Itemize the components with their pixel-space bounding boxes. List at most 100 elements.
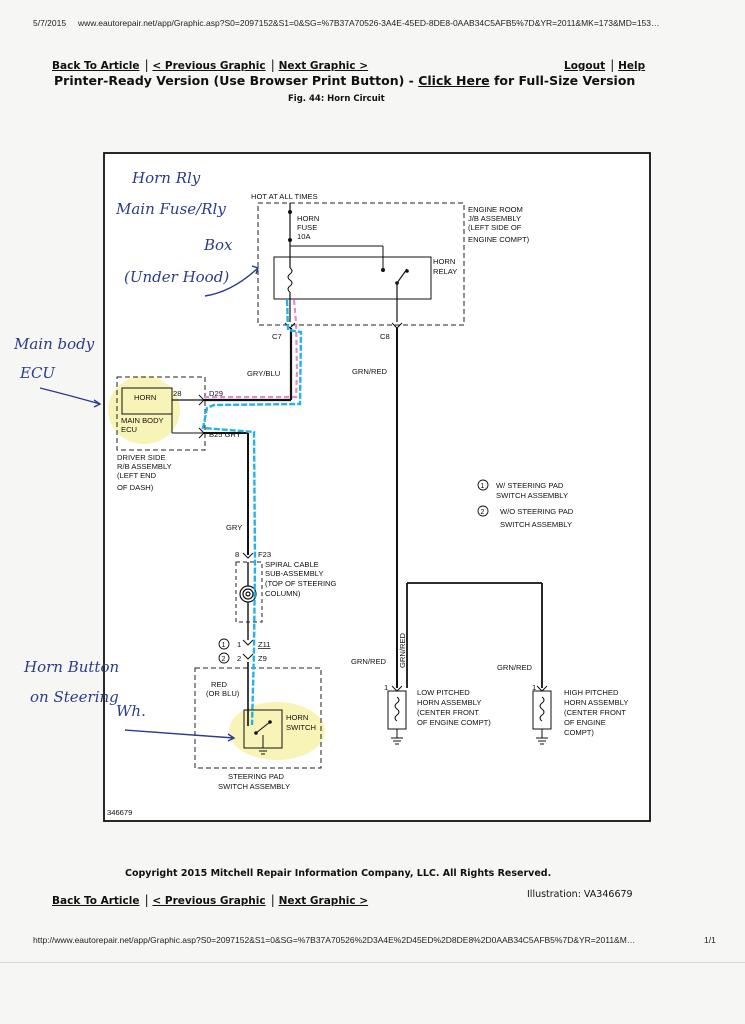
- note-horn-rly-2: Main Fuse/Rly: [115, 200, 226, 218]
- low-horn-pin-label: 1: [384, 683, 388, 692]
- note-horn-rly-arrow: [204, 267, 259, 297]
- low-horn-label-4: OF ENGINE COMPT): [417, 718, 491, 727]
- red-or-blu-label-1: RED: [211, 680, 228, 689]
- z9-connector: [242, 653, 254, 660]
- high-horn-label-5: COMPT): [564, 728, 594, 737]
- pink-trace: [205, 299, 299, 399]
- horn-relay-box: [273, 256, 432, 300]
- jb-label-2: J/B ASSEMBLY: [468, 214, 521, 223]
- legend-2-marker: [477, 505, 489, 517]
- grn-red-top-label: GRN/RED: [352, 367, 388, 376]
- previous-graphic-link-bottom[interactable]: < Previous Graphic: [152, 895, 266, 907]
- high-horn-label-1: HIGH PITCHED: [564, 688, 619, 697]
- note-horn-rly-4: (Under Hood): [124, 268, 229, 286]
- horn-switch-arm: [255, 721, 271, 734]
- note-horn-button-3: Wh.: [116, 702, 146, 720]
- high-horn-label-2: HORN ASSEMBLY: [564, 698, 628, 707]
- horn-switch-contact: [268, 720, 272, 724]
- spiral-coil-middle: [242, 588, 254, 600]
- low-horn-label-3: (CENTER FRONT: [417, 708, 479, 717]
- horn-switch-label-1: HORN: [286, 713, 308, 722]
- drawing-number: 346679: [107, 808, 132, 817]
- z9-condition-number: 2: [222, 656, 226, 663]
- figure-caption: Fig. 44: Horn Circuit: [288, 94, 385, 104]
- pin-28-label: 28: [173, 389, 181, 398]
- nav-separator: |: [144, 58, 153, 72]
- gry-blu-label: GRY/BLU: [247, 369, 280, 378]
- top-nav: Back To Article | < Previous Graphic | N…: [52, 54, 368, 73]
- jb-label-4: ENGINE COMPT): [468, 235, 530, 244]
- next-graphic-link-bottom[interactable]: Next Graphic >: [278, 895, 369, 907]
- high-horn-pin-label: 1: [532, 683, 536, 692]
- legend-1-number: 1: [481, 483, 485, 490]
- low-horn-label-2: HORN ASSEMBLY: [417, 698, 481, 707]
- logout-link[interactable]: Logout: [564, 60, 606, 72]
- next-graphic-link[interactable]: Next Graphic >: [278, 60, 369, 72]
- grn-red-right-label: GRN/RED: [497, 663, 533, 672]
- z11-connector: [242, 639, 254, 646]
- note-main-body-ecu-2: ECU: [19, 364, 56, 382]
- z11-label: Z11: [258, 640, 271, 649]
- fuse-terminal-top: [288, 210, 292, 214]
- back-to-article-link-bottom[interactable]: Back To Article: [52, 895, 140, 907]
- z9-pin-number: 2: [237, 654, 241, 663]
- spiral-cable-box: [235, 561, 263, 623]
- driver-rb-label-4: OF DASH): [117, 483, 154, 492]
- back-to-article-link[interactable]: Back To Article: [52, 60, 140, 72]
- illustration-id: Illustration: VA346679: [527, 889, 633, 900]
- z11-condition-marker: [218, 638, 230, 650]
- c8-label: C8: [380, 332, 390, 341]
- driver-rb-label-1: DRIVER SIDE: [117, 453, 166, 462]
- title-suffix: for Full-Size Version: [489, 73, 636, 88]
- horn-fuse-label-2: FUSE: [297, 223, 317, 232]
- ecu-horn-label: HORN: [134, 393, 156, 402]
- driver-rb-label-3: (LEFT END: [117, 471, 157, 480]
- hot-at-all-times-label: HOT AT ALL TIMES: [251, 192, 318, 201]
- help-link[interactable]: Help: [618, 60, 646, 72]
- print-page-number: 1/1: [704, 935, 716, 945]
- copyright-notice: Copyright 2015 Mitchell Repair Informati…: [125, 868, 552, 879]
- full-size-link[interactable]: Click Here: [418, 73, 490, 88]
- ecu-horn-block: [121, 387, 173, 415]
- z9-condition-marker: [218, 652, 230, 664]
- f23-label: F23: [258, 550, 271, 559]
- legend-1-text-1: W/ STEERING PAD: [496, 481, 564, 490]
- note-main-body-ecu-1: Main body: [13, 335, 95, 353]
- red-or-blu-label-2: (OR BLU): [206, 689, 240, 698]
- fuse-terminal-bottom: [288, 238, 292, 242]
- horn-fuse-label-1: HORN: [297, 214, 319, 223]
- horn-relay-label-1: HORN: [433, 257, 455, 266]
- low-horn-label-1: LOW PITCHED: [417, 688, 470, 697]
- z11-condition-number: 1: [222, 642, 226, 649]
- nav-separator: |: [270, 58, 279, 72]
- engine-room-jb-box: [257, 202, 465, 326]
- spiral-label-2: SUB-ASSEMBLY: [265, 569, 324, 578]
- spiral-label-3: (TOP OF STEERING: [265, 579, 337, 588]
- note-horn-rly-1: Horn Rly: [131, 169, 201, 187]
- cyan-trace: [201, 299, 303, 726]
- d29-connector: [198, 394, 205, 406]
- horn-switch-pivot: [254, 731, 258, 735]
- nav-separator: |: [270, 893, 279, 907]
- z11-pin-number: 1: [237, 640, 241, 649]
- jb-label-3: (LEFT SIDE OF: [468, 223, 522, 232]
- high-horn-label-4: OF ENGINE: [564, 718, 606, 727]
- ecu-name-label-1: MAIN BODY: [121, 416, 164, 425]
- note-horn-button-arrow: [124, 729, 235, 739]
- steering-pad-box: [194, 667, 322, 769]
- steering-pad-label-2: SWITCH ASSEMBLY: [218, 782, 290, 791]
- relay-contact-terminal: [381, 268, 385, 272]
- relay-switch-contact: [405, 269, 409, 273]
- low-horn-coil: [394, 696, 400, 722]
- previous-graphic-link[interactable]: < Previous Graphic: [152, 60, 266, 72]
- bottom-nav: Back To Article | < Previous Graphic | N…: [52, 889, 368, 908]
- z9-label: Z9: [258, 654, 267, 663]
- horn-fuse-label-3: 10A: [297, 232, 311, 241]
- high-horn-label-3: (CENTER FRONT: [564, 708, 626, 717]
- account-nav: Logout | Help: [564, 54, 645, 73]
- steering-pad-label-1: STEERING PAD: [228, 772, 284, 781]
- c7-label: C7: [272, 332, 282, 341]
- f23-connector: [242, 552, 254, 559]
- page-edge-line: [0, 962, 745, 963]
